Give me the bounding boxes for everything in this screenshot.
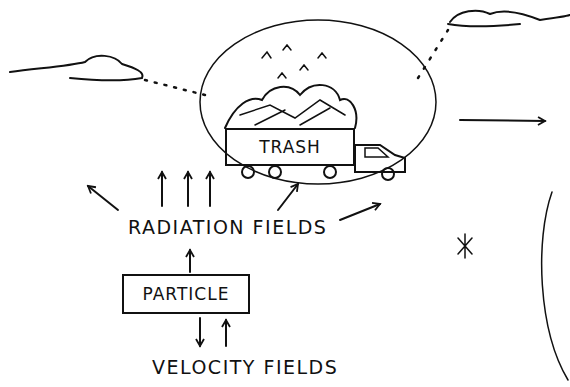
stink-marks: [262, 45, 326, 78]
radiation-arrow: [88, 186, 118, 210]
cloud: [10, 56, 143, 81]
velocity-arrow: [225, 320, 227, 346]
outgoing-arrow: [460, 120, 545, 121]
truck-wheel: [269, 166, 281, 178]
radiation-arrow: [209, 172, 211, 206]
field-label: RADIATION FIELDS: [128, 216, 327, 238]
particle-box: PARTICLE: [122, 274, 250, 314]
truck-window: [365, 148, 388, 157]
radiation-arrow: [278, 184, 298, 210]
asterisk-mark: [458, 234, 472, 258]
truck-wheel: [242, 166, 254, 178]
radiation-arrow: [161, 172, 163, 206]
node-text: TRASH: [259, 137, 321, 157]
dotted-trail: [418, 30, 448, 78]
partial-arc: [542, 192, 568, 380]
radiation-arrow: [187, 172, 189, 206]
truck-wheel: [324, 166, 336, 178]
particle-arrow: [189, 250, 191, 272]
truck-cab: [355, 145, 405, 172]
velocity-arrow: [199, 318, 201, 346]
truck-wheel: [382, 168, 394, 180]
radiation-arrow: [340, 204, 380, 220]
trash-scribble: [240, 100, 345, 125]
node-text: PARTICLE: [143, 284, 230, 304]
enclosing-bubble: [200, 20, 436, 184]
field-label: VELOCITY FIELDS: [152, 356, 338, 378]
truck-body: TRASH: [225, 128, 355, 166]
trash-pile: [225, 85, 356, 128]
cloud: [448, 11, 570, 27]
dotted-trail: [145, 80, 205, 95]
